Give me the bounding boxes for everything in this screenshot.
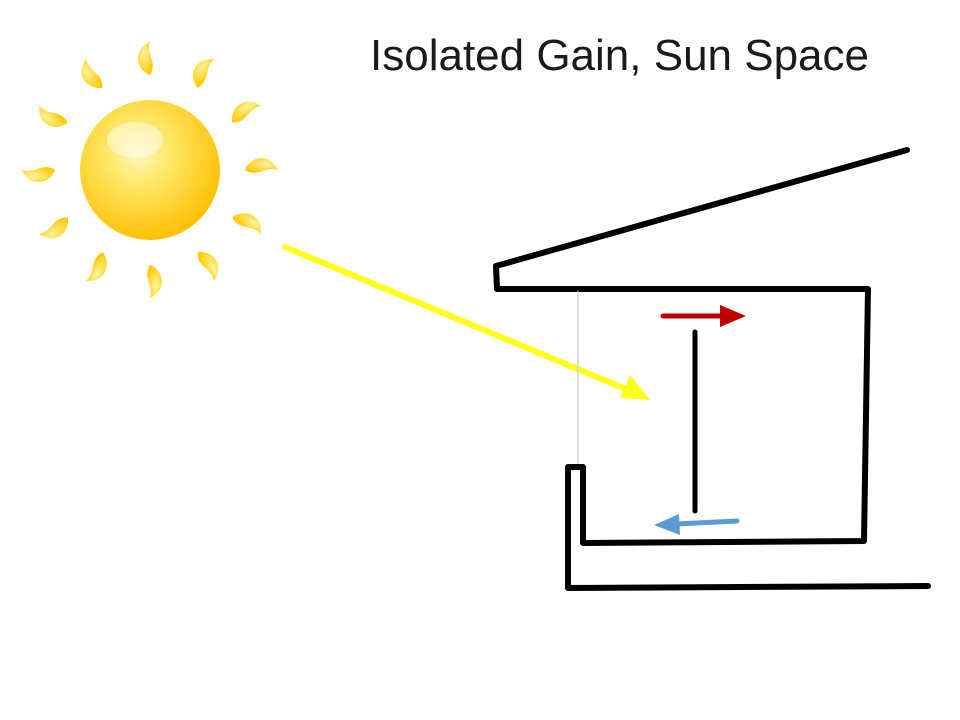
warm-air-arrow bbox=[660, 305, 746, 327]
sun-disc bbox=[80, 100, 220, 240]
sun-rays bbox=[22, 42, 278, 298]
building-enclosure bbox=[565, 286, 931, 591]
sun-icon bbox=[22, 42, 278, 298]
slide-title: Isolated Gain, Sun Space bbox=[370, 31, 869, 80]
cool-air-arrow bbox=[654, 514, 740, 535]
sunlight-arrow bbox=[282, 244, 650, 400]
roof-line bbox=[493, 147, 910, 292]
sun-highlight bbox=[107, 122, 163, 158]
